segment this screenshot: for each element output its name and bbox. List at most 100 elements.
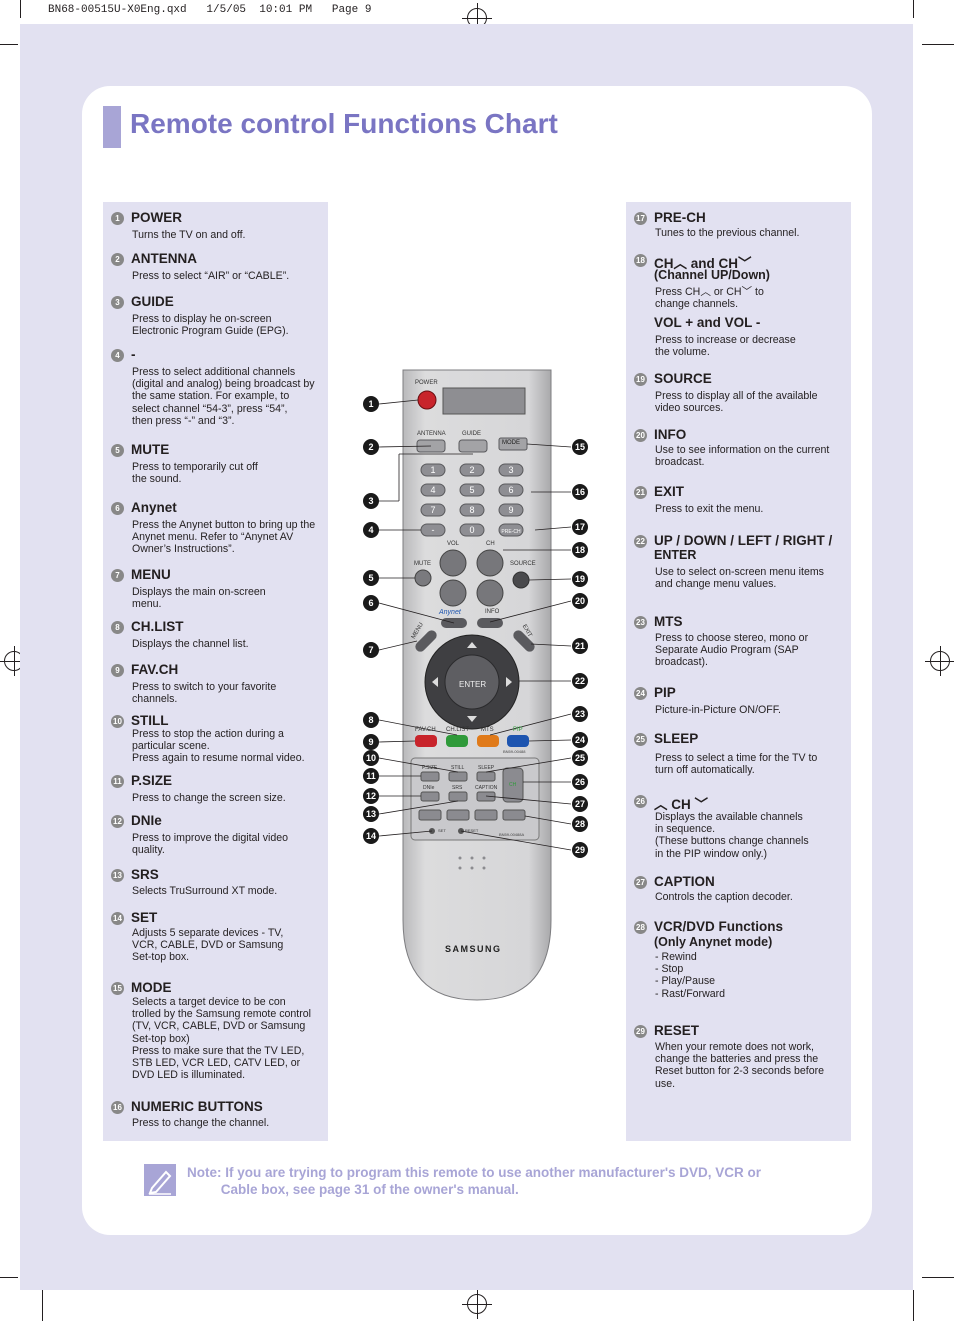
item-subheading: ENTER: [654, 548, 697, 562]
registration-mark: [925, 646, 954, 676]
item-description: Press to improve the digital video quali…: [132, 832, 289, 857]
srs-button[interactable]: [448, 791, 468, 802]
item-number-badge: 29: [634, 1025, 647, 1038]
callout-number: 15: [572, 439, 588, 455]
ch-up-button[interactable]: [476, 549, 504, 577]
item-description: Selects a target device to be con trolle…: [132, 996, 312, 1082]
digit-key-label: -: [432, 525, 435, 535]
vol-up-button[interactable]: [439, 549, 467, 577]
favch-button[interactable]: [415, 735, 437, 747]
item-description: Adjusts 5 separate devices - TV, VCR, CA…: [132, 927, 284, 964]
item-heading: POWER: [131, 210, 183, 225]
pip-ch-rocker[interactable]: [502, 767, 524, 803]
item-number-badge: 18: [634, 254, 647, 267]
digit-key[interactable]: [459, 483, 485, 497]
digit-key-label: 4: [430, 485, 435, 495]
sleep-button[interactable]: [476, 771, 496, 782]
callout-number: 8: [363, 712, 379, 728]
digit-key[interactable]: [420, 503, 446, 517]
item-heading: -: [131, 347, 136, 362]
item-number-badge: 15: [111, 982, 124, 995]
digit-key[interactable]: [459, 523, 485, 537]
digit-key[interactable]: [498, 503, 524, 517]
source-button[interactable]: [512, 571, 530, 589]
item-heading: PRE-CH: [654, 210, 706, 225]
menu-button[interactable]: [413, 628, 438, 653]
item-description: - Rewind - Stop - Play/Pause - Rast/Forw…: [655, 951, 726, 1000]
crop-mark: [20, 0, 21, 18]
callout-number: 13: [363, 806, 379, 822]
chlist-button[interactable]: [446, 735, 468, 747]
callout-number: 5: [363, 570, 379, 586]
crop-mark: [913, 1290, 914, 1321]
still-button[interactable]: [448, 771, 468, 782]
item-number-badge: 12: [111, 815, 124, 828]
digit-key[interactable]: [498, 463, 524, 477]
item-heading: STILL: [131, 713, 169, 728]
callout-number: 26: [572, 774, 588, 790]
power-button[interactable]: [417, 390, 437, 410]
item-heading: VOL + and VOL -: [654, 315, 761, 330]
digit-key[interactable]: [420, 463, 446, 477]
lcd-window: [442, 387, 526, 415]
item-number-badge: 16: [111, 1101, 124, 1114]
pip-button[interactable]: [507, 735, 529, 747]
rewind-button[interactable]: [418, 809, 442, 821]
mute-button[interactable]: [414, 569, 432, 587]
item-description: Press to choose stereo, mono or Separate…: [655, 632, 809, 669]
item-number-badge: 26: [634, 795, 647, 808]
item-number-badge: 27: [634, 876, 647, 889]
item-description: Tunes to the previous channel.: [655, 227, 800, 239]
vol-down-button[interactable]: [439, 579, 467, 607]
item-description: Controls the caption decoder.: [655, 891, 793, 903]
label-anynet: Anynet: [439, 609, 461, 616]
item-description: Displays the available channels in seque…: [655, 811, 809, 860]
item-number-badge: 25: [634, 733, 647, 746]
callout-number: 27: [572, 796, 588, 812]
item-number-badge: 2: [111, 253, 124, 266]
digit-key[interactable]: [498, 523, 524, 537]
play-pause-button[interactable]: [474, 809, 498, 821]
item-description: Press to increase or decrease the volume…: [655, 334, 796, 359]
item-number-badge: 3: [111, 296, 124, 309]
psize-button[interactable]: [420, 771, 440, 782]
mts-button[interactable]: [477, 735, 499, 747]
item-description: Use to see information on the current br…: [655, 444, 830, 469]
callout-number: 18: [572, 542, 588, 558]
digit-key[interactable]: [459, 463, 485, 477]
guide-button[interactable]: [458, 439, 488, 453]
item-number-badge: 7: [111, 569, 124, 582]
item-heading: SLEEP: [654, 731, 699, 746]
label-model-2: BN59-00488A: [499, 832, 525, 837]
label-guide: GUIDE: [462, 431, 482, 437]
label-mts: MTS: [481, 727, 494, 733]
item-number-badge: 1: [111, 212, 124, 225]
item-number-badge: 5: [111, 444, 124, 457]
callout-number: 6: [363, 595, 379, 611]
crop-mark: [0, 44, 18, 45]
digit-key-label: 6: [508, 485, 513, 495]
item-heading: SET: [131, 910, 158, 925]
fast-forward-button[interactable]: [502, 809, 526, 821]
stop-button[interactable]: [446, 809, 470, 821]
item-number-badge: 14: [111, 912, 124, 925]
ch-down-button[interactable]: [476, 579, 504, 607]
callout-number: 22: [572, 673, 588, 689]
item-description: Turns the TV on and off.: [132, 229, 246, 241]
item-description: Press to exit the menu.: [655, 503, 764, 515]
item-description: Press to select additional channels (dig…: [132, 366, 315, 427]
crop-mark: [922, 1277, 954, 1278]
callout-number: 24: [572, 732, 588, 748]
label-pip: PIP: [513, 727, 523, 733]
dnie-button[interactable]: [420, 791, 440, 802]
enter-button[interactable]: [444, 654, 500, 710]
label-power: POWER: [415, 380, 438, 386]
label-psize: P.SIZE: [422, 765, 438, 771]
item-heading: EXIT: [654, 484, 685, 499]
item-number-badge: 22: [634, 535, 647, 548]
digit-key[interactable]: [420, 483, 446, 497]
digit-key[interactable]: [498, 483, 524, 497]
exit-button[interactable]: [511, 628, 536, 653]
digit-key[interactable]: [459, 503, 485, 517]
